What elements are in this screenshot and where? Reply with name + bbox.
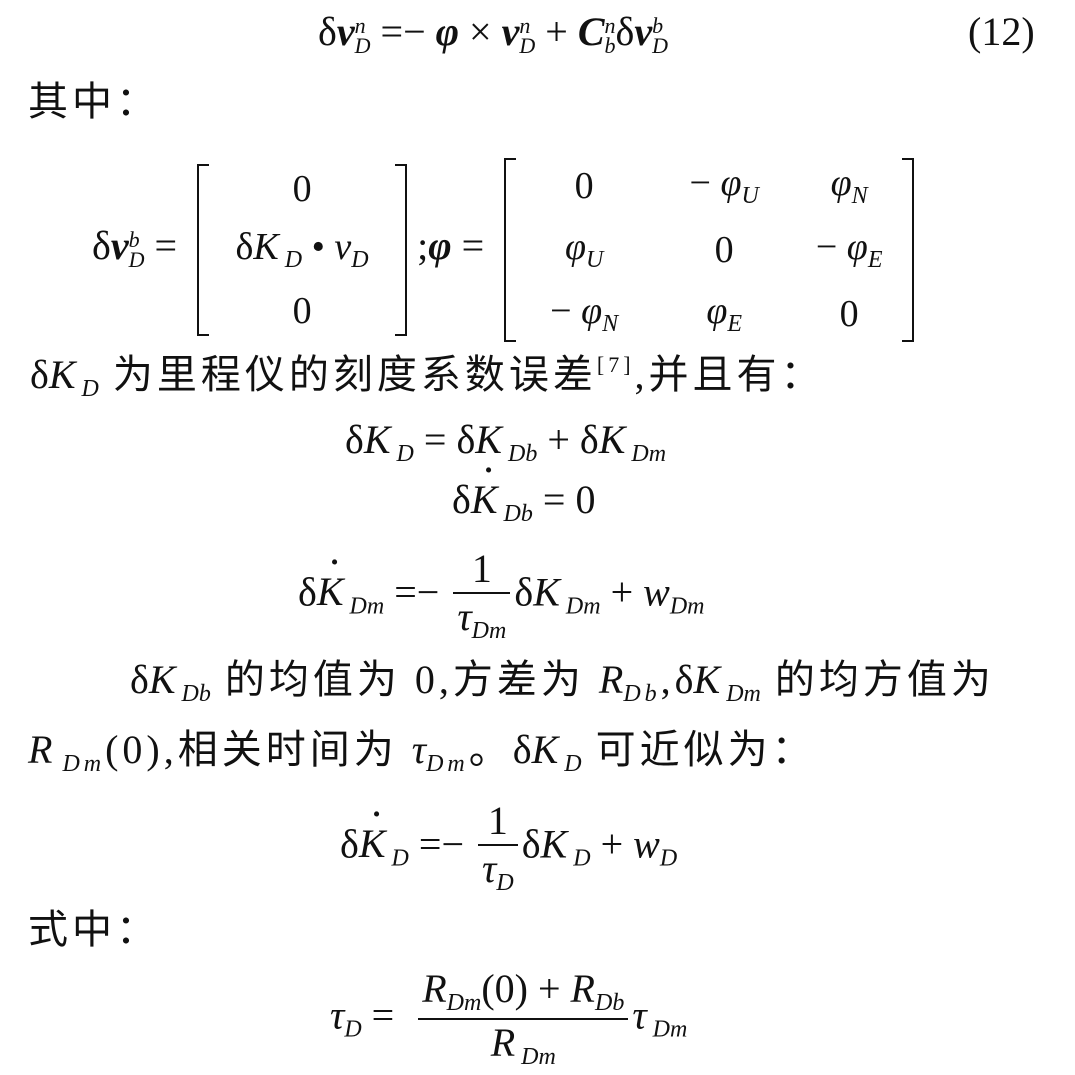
paragraph-line-2: R Dm(0),相关时间为 τDm。δK D 可近似为： bbox=[28, 727, 816, 777]
equation-deltaKD-sum: δK D = δK Db + δK Dm bbox=[345, 417, 667, 467]
equation-number: (12) bbox=[968, 9, 1035, 54]
equation-deltaKDb-dot: δK Db = 0 bbox=[452, 464, 595, 526]
matrix-deltav: 0 δK D • vD 0 bbox=[197, 164, 408, 336]
matrix-phi: 0 − φU φN φU 0 − φE − φN φE 0 bbox=[504, 158, 915, 342]
paragraph-line-1: δK Db 的均值为 0,方差为 RDb,δK Dm 的均方值为 bbox=[130, 657, 995, 707]
label-qizhong: 其中： bbox=[28, 79, 160, 124]
text-deltaKD-description: δK D 为里程仪的刻度系数误差[7],并且有： bbox=[30, 352, 825, 402]
label-shizhong: 式中： bbox=[28, 907, 160, 952]
